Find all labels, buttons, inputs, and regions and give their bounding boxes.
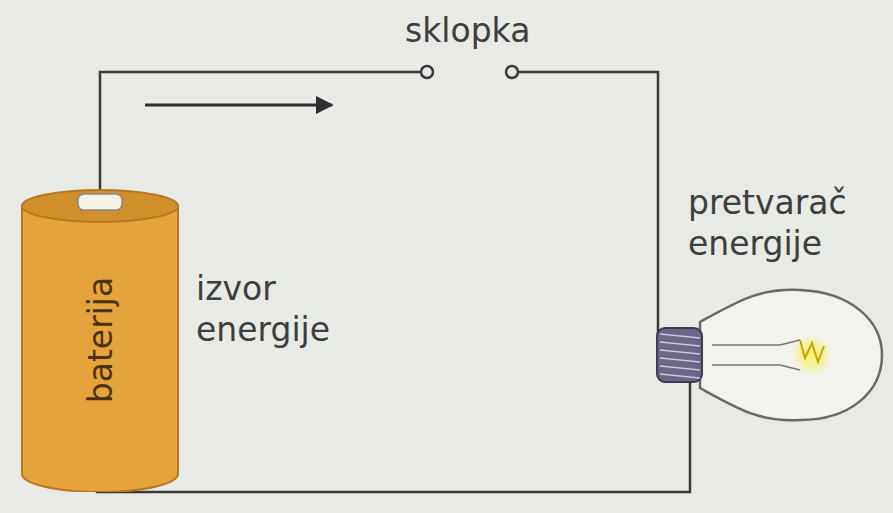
converter-label: pretvarač energije bbox=[688, 182, 888, 265]
wire bbox=[97, 72, 690, 492]
battery: baterija bbox=[20, 188, 180, 492]
current-arrow bbox=[145, 104, 332, 107]
switch-label: sklopka bbox=[405, 10, 530, 51]
switch-symbol bbox=[421, 66, 518, 78]
battery-label: baterija bbox=[81, 277, 120, 404]
light-bulb bbox=[657, 290, 882, 420]
source-label: izvor energije bbox=[196, 268, 371, 351]
